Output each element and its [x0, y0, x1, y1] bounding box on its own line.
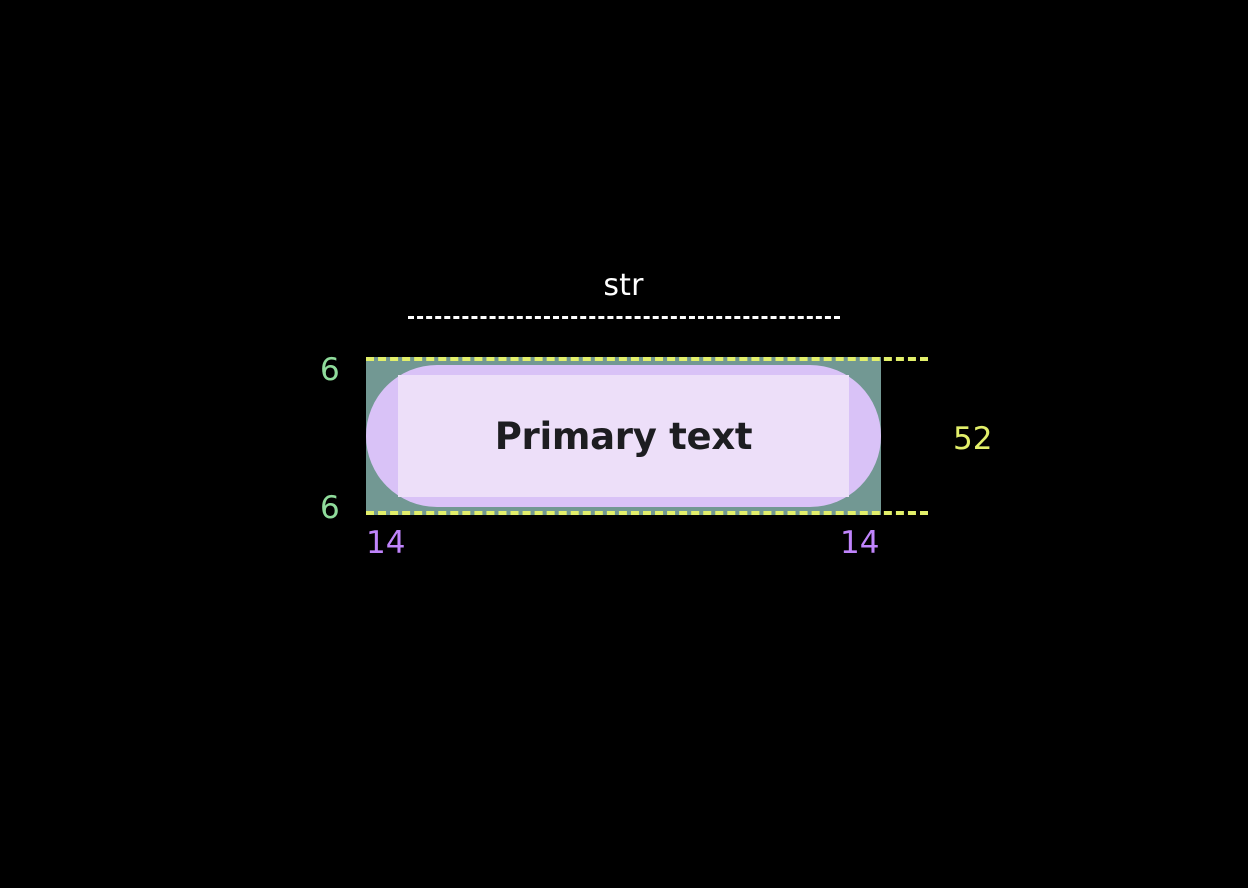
- height-guide-top: [366, 357, 928, 361]
- measurement-height: 52: [953, 421, 993, 457]
- content-box-layer: Primary text: [398, 375, 849, 497]
- height-guide-bottom: [366, 511, 928, 515]
- measurement-padding-bottom: 6: [320, 490, 340, 526]
- measurement-padding-top: 6: [320, 352, 340, 388]
- string-slot-dashed-rule: [408, 316, 840, 319]
- measurement-padding-left: 14: [366, 525, 406, 561]
- measurement-padding-right: 14: [840, 525, 880, 561]
- primary-text-label: Primary text: [494, 414, 753, 458]
- string-slot-label: str: [603, 268, 644, 303]
